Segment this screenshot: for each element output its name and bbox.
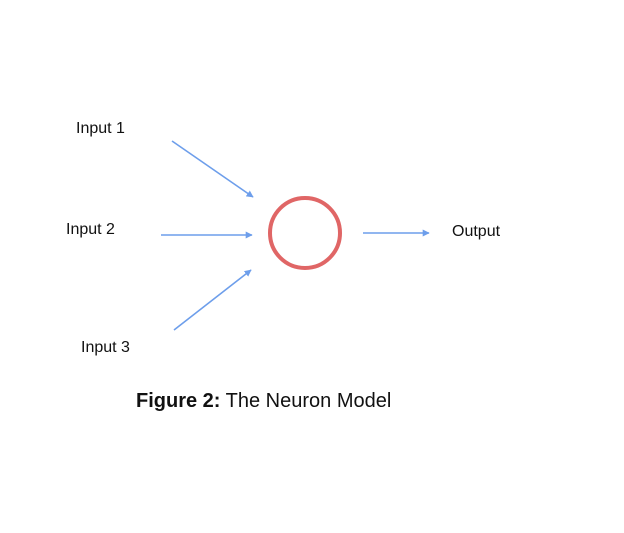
figure-caption-text: The Neuron Model: [225, 390, 392, 412]
output-label: Output: [452, 223, 501, 240]
input-1-label: Input 1: [76, 120, 125, 137]
input-1-arrow: [171, 140, 254, 198]
figure-caption: Figure 2: The Neuron Model: [136, 389, 391, 413]
figure-caption-number: Figure 2:: [136, 390, 221, 412]
input-2-label: Input 2: [66, 221, 115, 238]
input-3-label: Input 3: [81, 339, 130, 356]
input-3-arrow: [173, 269, 252, 331]
neuron-node: [268, 196, 342, 270]
